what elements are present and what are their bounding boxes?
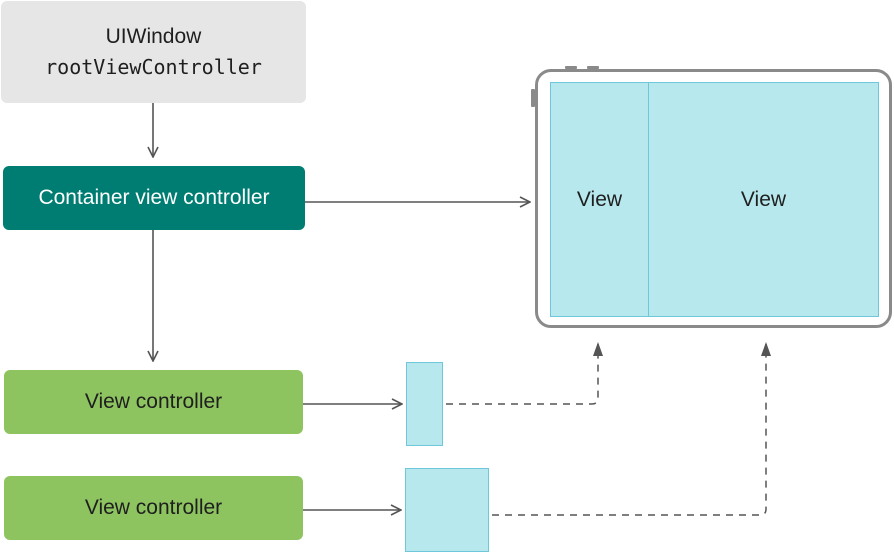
device-top-button bbox=[587, 66, 599, 69]
screen-left-view: View bbox=[551, 83, 649, 316]
view-controller-label-2: View controller bbox=[84, 496, 223, 519]
child-view-1 bbox=[406, 362, 443, 446]
dashed-arrow-child-view-2-to-right-view bbox=[492, 344, 767, 516]
container-view-controller-box: Container view controller bbox=[3, 166, 305, 230]
view-controller-box-1: View controller bbox=[4, 370, 303, 434]
container-view-controller-label: Container view controller bbox=[38, 186, 270, 209]
device-screen: View View bbox=[550, 82, 879, 317]
uiwindow-title: UIWindow bbox=[105, 25, 202, 48]
device-side-button bbox=[531, 89, 535, 107]
dashed-arrow-child-view-1-to-left-view bbox=[446, 344, 599, 405]
screen-right-view-label: View bbox=[740, 187, 787, 211]
ipad-device-frame: View View bbox=[535, 69, 892, 328]
view-controller-label-1: View controller bbox=[84, 390, 223, 413]
arrowhead-left-view bbox=[593, 342, 603, 356]
root-view-controller-property: rootViewController bbox=[45, 55, 262, 79]
device-top-button bbox=[565, 66, 577, 69]
arrowhead-right-view bbox=[761, 342, 771, 356]
screen-right-view: View bbox=[649, 83, 878, 316]
child-view-2 bbox=[405, 468, 489, 552]
screen-left-view-label: View bbox=[576, 187, 623, 211]
uiwindow-box: UIWindow rootViewController bbox=[1, 1, 306, 103]
view-controller-box-2: View controller bbox=[4, 476, 303, 540]
